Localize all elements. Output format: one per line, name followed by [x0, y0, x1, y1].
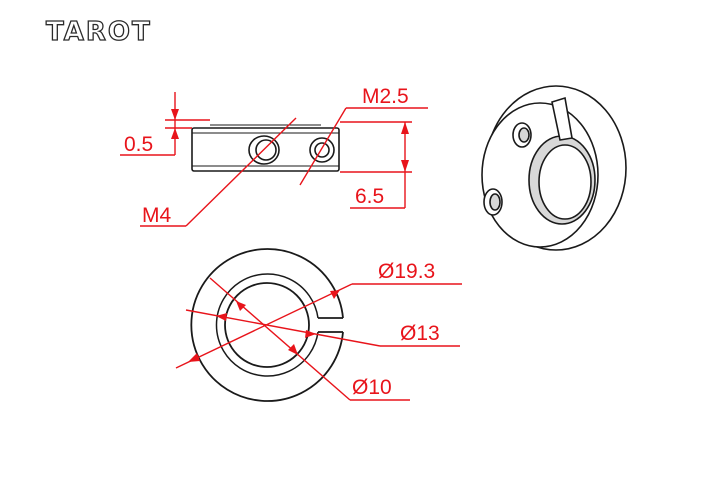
label-middle-diameter: Ø13: [400, 322, 440, 345]
label-bore-diameter: Ø10: [352, 376, 392, 399]
label-edge-offset: 0.5: [124, 133, 153, 156]
side-view: [191, 124, 340, 172]
arrow-05-down: [171, 109, 179, 120]
arrow-13-a: [216, 313, 227, 321]
m25-hole: [309, 137, 335, 163]
m4-hole-inner: [255, 139, 277, 161]
iso-hole-top-inner: [518, 127, 530, 143]
arrow-65-up: [401, 122, 409, 134]
arrow-193-a: [188, 353, 200, 362]
dim-193-diag: [175, 283, 353, 369]
arrow-193-b: [330, 290, 340, 299]
dim-m4-leader-diag: [185, 117, 297, 227]
label-small-thread: M2.5: [362, 85, 409, 108]
dimension-labels: 0.5 M2.5 M4 6.5 Ø19.3 Ø13 Ø10: [124, 85, 440, 399]
dimension-arrowheads: [171, 109, 409, 362]
m25-hole-inner: [314, 142, 330, 158]
iso-bore: [538, 144, 592, 220]
outer-ring: [190, 248, 344, 402]
iso-view: [481, 85, 627, 251]
dim-m25-leader-diag: [299, 107, 347, 186]
dim-10-diag: [209, 277, 351, 401]
label-large-thread: M4: [142, 204, 171, 227]
front-view: [190, 248, 344, 402]
iso-hole-bottom-inner: [489, 193, 501, 211]
side-view-body: [191, 127, 340, 172]
arrow-10-a: [236, 301, 246, 311]
tarot-logo: TAROT: [46, 17, 152, 47]
label-height: 6.5: [355, 185, 384, 208]
arrow-65-down: [401, 160, 409, 172]
dimension-lines: [120, 92, 462, 401]
arrow-05-up: [171, 128, 179, 139]
dim-13-diag: [185, 309, 381, 347]
bore: [224, 282, 310, 368]
label-outer-diameter: Ø19.3: [378, 260, 435, 283]
arrow-10-b: [288, 344, 298, 355]
arrow-13-b: [305, 330, 316, 338]
iso-slot: [551, 96, 573, 141]
m4-hole: [248, 135, 280, 165]
middle-ring: [215, 273, 319, 377]
